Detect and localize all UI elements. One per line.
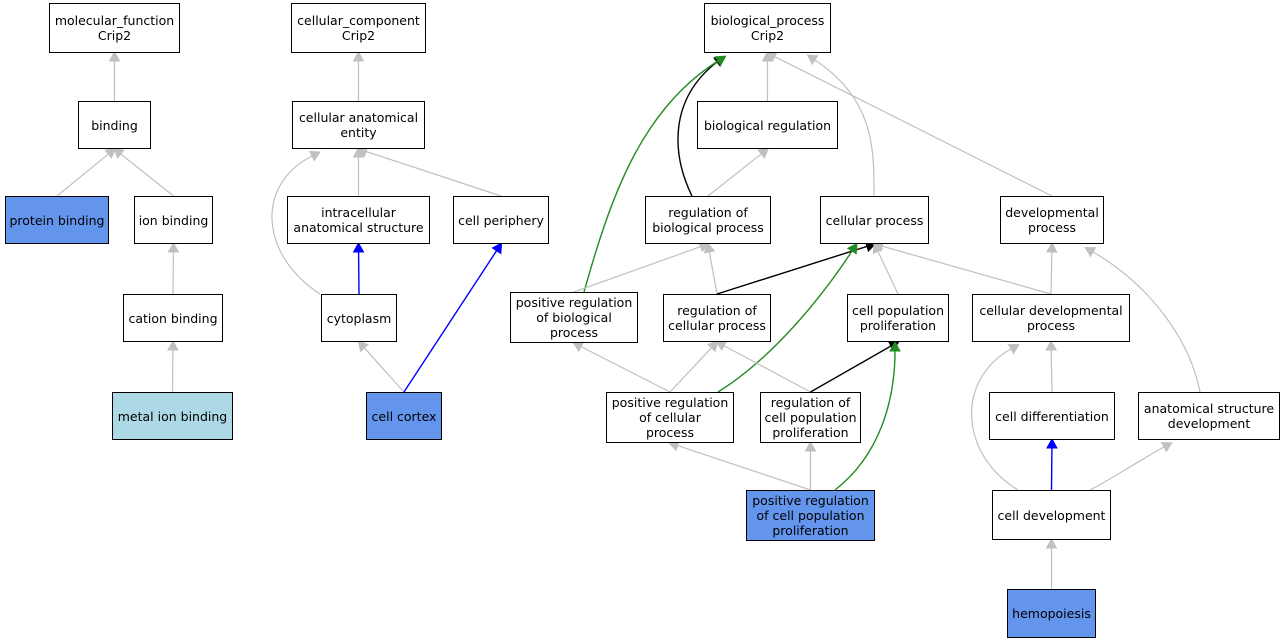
- edge-cell-cortex-to-cell-periphery: [403, 250, 498, 393]
- edge-cell-dev-proc-to-dev-proc: [1050, 251, 1053, 295]
- arrowhead-cell-cortex-to-cell-periphery: [491, 242, 503, 255]
- node-cell-pop-prolif: cell population proliferation: [847, 294, 949, 342]
- edge-ion-binding-to-binding: [120, 153, 174, 197]
- arrowhead-pos-reg-cp-to-cell-proc: [846, 242, 858, 255]
- arrowhead-protein-binding-to-binding: [104, 147, 117, 159]
- node-mf: molecular_function Crip2: [49, 3, 180, 53]
- edge-cell-dev-to-cell-dev-proc: [971, 348, 1019, 491]
- edge-cell-pop-prolif-to-cell-proc: [877, 250, 899, 295]
- arrowhead-asd-to-dev-proc: [1084, 246, 1097, 258]
- arrowhead-cell-dev-to-cell-diff: [1046, 437, 1058, 449]
- edge-cell-diff-to-cell-dev-proc: [1050, 349, 1053, 393]
- arrowhead-cytoplasm-to-cae: [308, 151, 321, 162]
- arrowhead-hemopoiesis-to-cell-dev: [1045, 537, 1058, 549]
- node-cell-periphery: cell periphery: [453, 196, 549, 244]
- node-pos-reg-bp: positive regulation of biological proces…: [510, 292, 638, 343]
- arrowhead-pos-reg-cp-to-reg-cp: [706, 340, 719, 353]
- edge-pos-reg-cpp-to-pos-reg-cp: [677, 444, 811, 491]
- arrowhead-cell-dev-to-cell-dev-proc: [1007, 344, 1020, 355]
- node-cae: cellular anatomical entity: [292, 101, 425, 149]
- edge-protein-binding-to-binding: [56, 153, 109, 197]
- node-pos-reg-cpp: positive regulation of cell population p…: [746, 490, 875, 541]
- node-reg-bp: regulation of biological process: [645, 196, 771, 244]
- arrowhead-reg-bp-to-bio-reg: [757, 147, 770, 159]
- node-reg-cpp: regulation of cell population proliferat…: [760, 392, 861, 443]
- node-cc: cellular_component Crip2: [291, 3, 426, 53]
- edge-reg-cp-to-reg-bp: [708, 251, 718, 295]
- node-binding: binding: [78, 101, 151, 149]
- edge-reg-cpp-to-reg-cp: [723, 345, 811, 393]
- node-bio-reg: biological regulation: [697, 101, 838, 149]
- node-cell-proc: cellular process: [820, 196, 929, 244]
- node-hemopoiesis: hemopoiesis: [1007, 589, 1096, 638]
- node-cation-binding: cation binding: [123, 294, 223, 342]
- arrowhead-cell-proc-to-bp: [806, 54, 819, 66]
- edge-cytoplasm-to-cae: [271, 155, 321, 295]
- edge-pos-reg-cp-to-reg-cp: [669, 347, 712, 393]
- arrowhead-reg-cp-to-reg-bp: [703, 242, 716, 254]
- arrowhead-pos-reg-cpp-to-reg-cpp: [804, 440, 817, 452]
- node-asd: anatomical structure development: [1138, 392, 1280, 440]
- edge-cell-cortex-to-cytoplasm: [363, 347, 405, 393]
- edge-cell-proc-to-bp: [814, 59, 875, 197]
- node-ias: intracellular anatomical structure: [287, 196, 430, 244]
- arrowhead-pos-reg-bp-to-bp: [714, 55, 727, 67]
- edge-pos-reg-cp-to-cell-proc: [717, 250, 853, 393]
- arrowhead-cae-to-cc: [352, 50, 365, 62]
- edge-pos-reg-bp-to-reg-bp: [573, 246, 701, 293]
- edge-reg-bp-to-bio-reg: [707, 153, 762, 197]
- node-cell-dev: cell development: [992, 490, 1111, 540]
- edge-pos-reg-cp-to-pos-reg-bp: [580, 346, 671, 393]
- edge-pos-reg-cpp-to-cell-pop-prolif: [834, 350, 896, 491]
- edge-cell-periphery-to-cae: [365, 150, 502, 197]
- edge-reg-cp-to-cell-proc: [716, 245, 868, 295]
- edge-reg-cpp-to-cell-pop-prolif: [810, 345, 892, 393]
- node-protein-binding: protein binding: [5, 196, 109, 244]
- arrowhead-metal-ion-binding-to-cation-binding: [167, 339, 179, 351]
- arrowhead-binding-to-mf: [108, 50, 121, 62]
- node-dev-proc: developmental process: [1000, 196, 1104, 244]
- edge-asd-to-dev-proc: [1092, 251, 1201, 393]
- node-cell-dev-proc: cellular developmental process: [972, 294, 1130, 342]
- node-metal-ion-binding: metal ion binding: [112, 392, 233, 440]
- arrowhead-cytoplasm-to-ias: [352, 241, 365, 253]
- arrowhead-pos-reg-cpp-to-cell-pop-prolif: [889, 340, 901, 352]
- edge-cell-dev-to-asd: [1089, 446, 1165, 491]
- edge-cell-dev-proc-to-cell-proc: [882, 245, 1052, 295]
- node-pos-reg-cp: positive regulation of cellular process: [606, 392, 734, 443]
- node-cell-diff: cell differentiation: [989, 392, 1115, 440]
- node-bp: biological_process Crip2: [704, 3, 831, 53]
- edge-dev-proc-to-bp: [774, 56, 1053, 197]
- node-ion-binding: ion binding: [134, 196, 213, 244]
- node-cytoplasm: cytoplasm: [321, 294, 397, 342]
- arrowhead-cell-cortex-to-cytoplasm: [357, 340, 370, 353]
- arrowhead-cell-dev-proc-to-dev-proc: [1045, 241, 1058, 253]
- arrowhead-cell-diff-to-cell-dev-proc: [1045, 339, 1058, 351]
- node-cell-cortex: cell cortex: [366, 392, 442, 440]
- edge-reg-bp-to-bp: [677, 61, 718, 197]
- arrowhead-cation-binding-to-ion-binding: [167, 241, 180, 253]
- edge-pos-reg-bp-to-bp: [583, 60, 719, 293]
- arrowhead-ion-binding-to-binding: [112, 147, 125, 159]
- arrowhead-cell-dev-to-asd: [1160, 442, 1173, 453]
- node-reg-cp: regulation of cellular process: [663, 294, 771, 342]
